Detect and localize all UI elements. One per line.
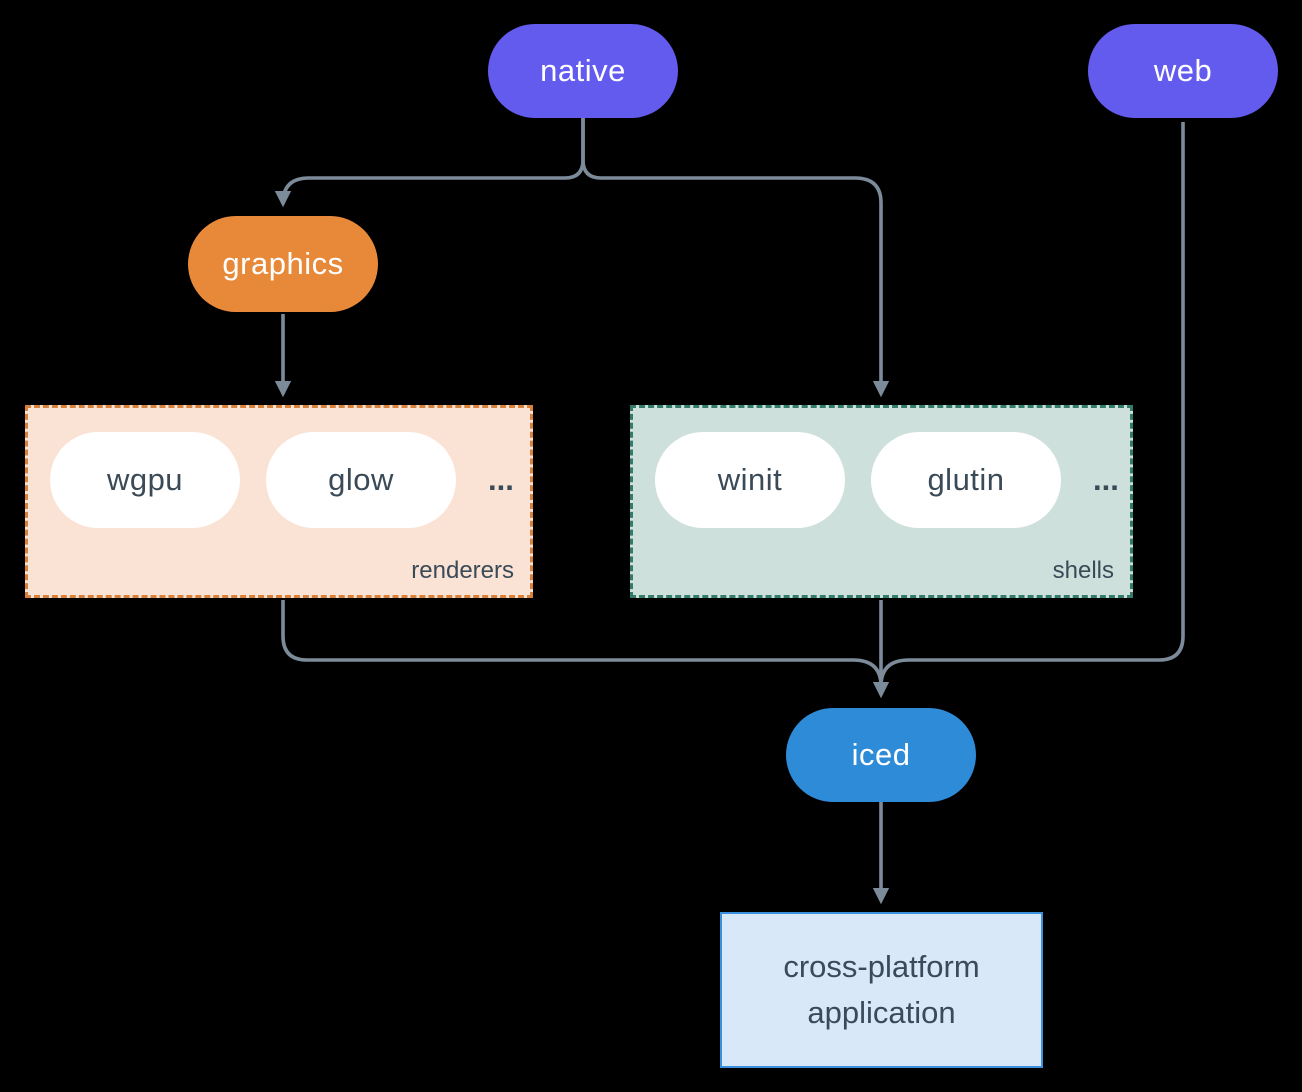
shells-label: shells [1052,557,1114,584]
node-glutin: glutin [871,432,1061,528]
shells-ellipsis: ... [1093,462,1119,497]
shells-row: winit glutin ... [633,408,1130,528]
node-iced: iced [786,708,976,802]
node-glutin-label: glutin [927,462,1005,497]
edge-renderers-iced [281,600,883,687]
node-winit: winit [655,432,845,528]
node-glow-label: glow [328,462,394,497]
node-iced-label: iced [851,737,911,772]
node-wgpu: wgpu [50,432,240,528]
renderers-row: wgpu glow ... [28,408,530,528]
edge-native-shells [581,118,890,398]
edge-native-graphics [274,118,585,208]
node-application-label: cross-platform application [783,948,980,1031]
node-glow: glow [266,432,456,528]
group-renderers: wgpu glow ... renderers [25,405,533,598]
node-winit-label: winit [717,462,783,497]
node-graphics: graphics [188,216,378,312]
node-native-label: native [540,53,626,88]
renderers-label: renderers [411,557,514,584]
edge-web-iced [879,122,1185,687]
node-cross-platform-application: cross-platform application [720,912,1043,1068]
group-shells: winit glutin ... shells [630,405,1133,598]
node-wgpu-label: wgpu [106,462,184,497]
node-web-label: web [1153,53,1213,88]
node-graphics-label: graphics [222,246,344,281]
node-web: web [1088,24,1278,118]
node-native: native [488,24,678,118]
renderers-ellipsis: ... [488,462,514,497]
